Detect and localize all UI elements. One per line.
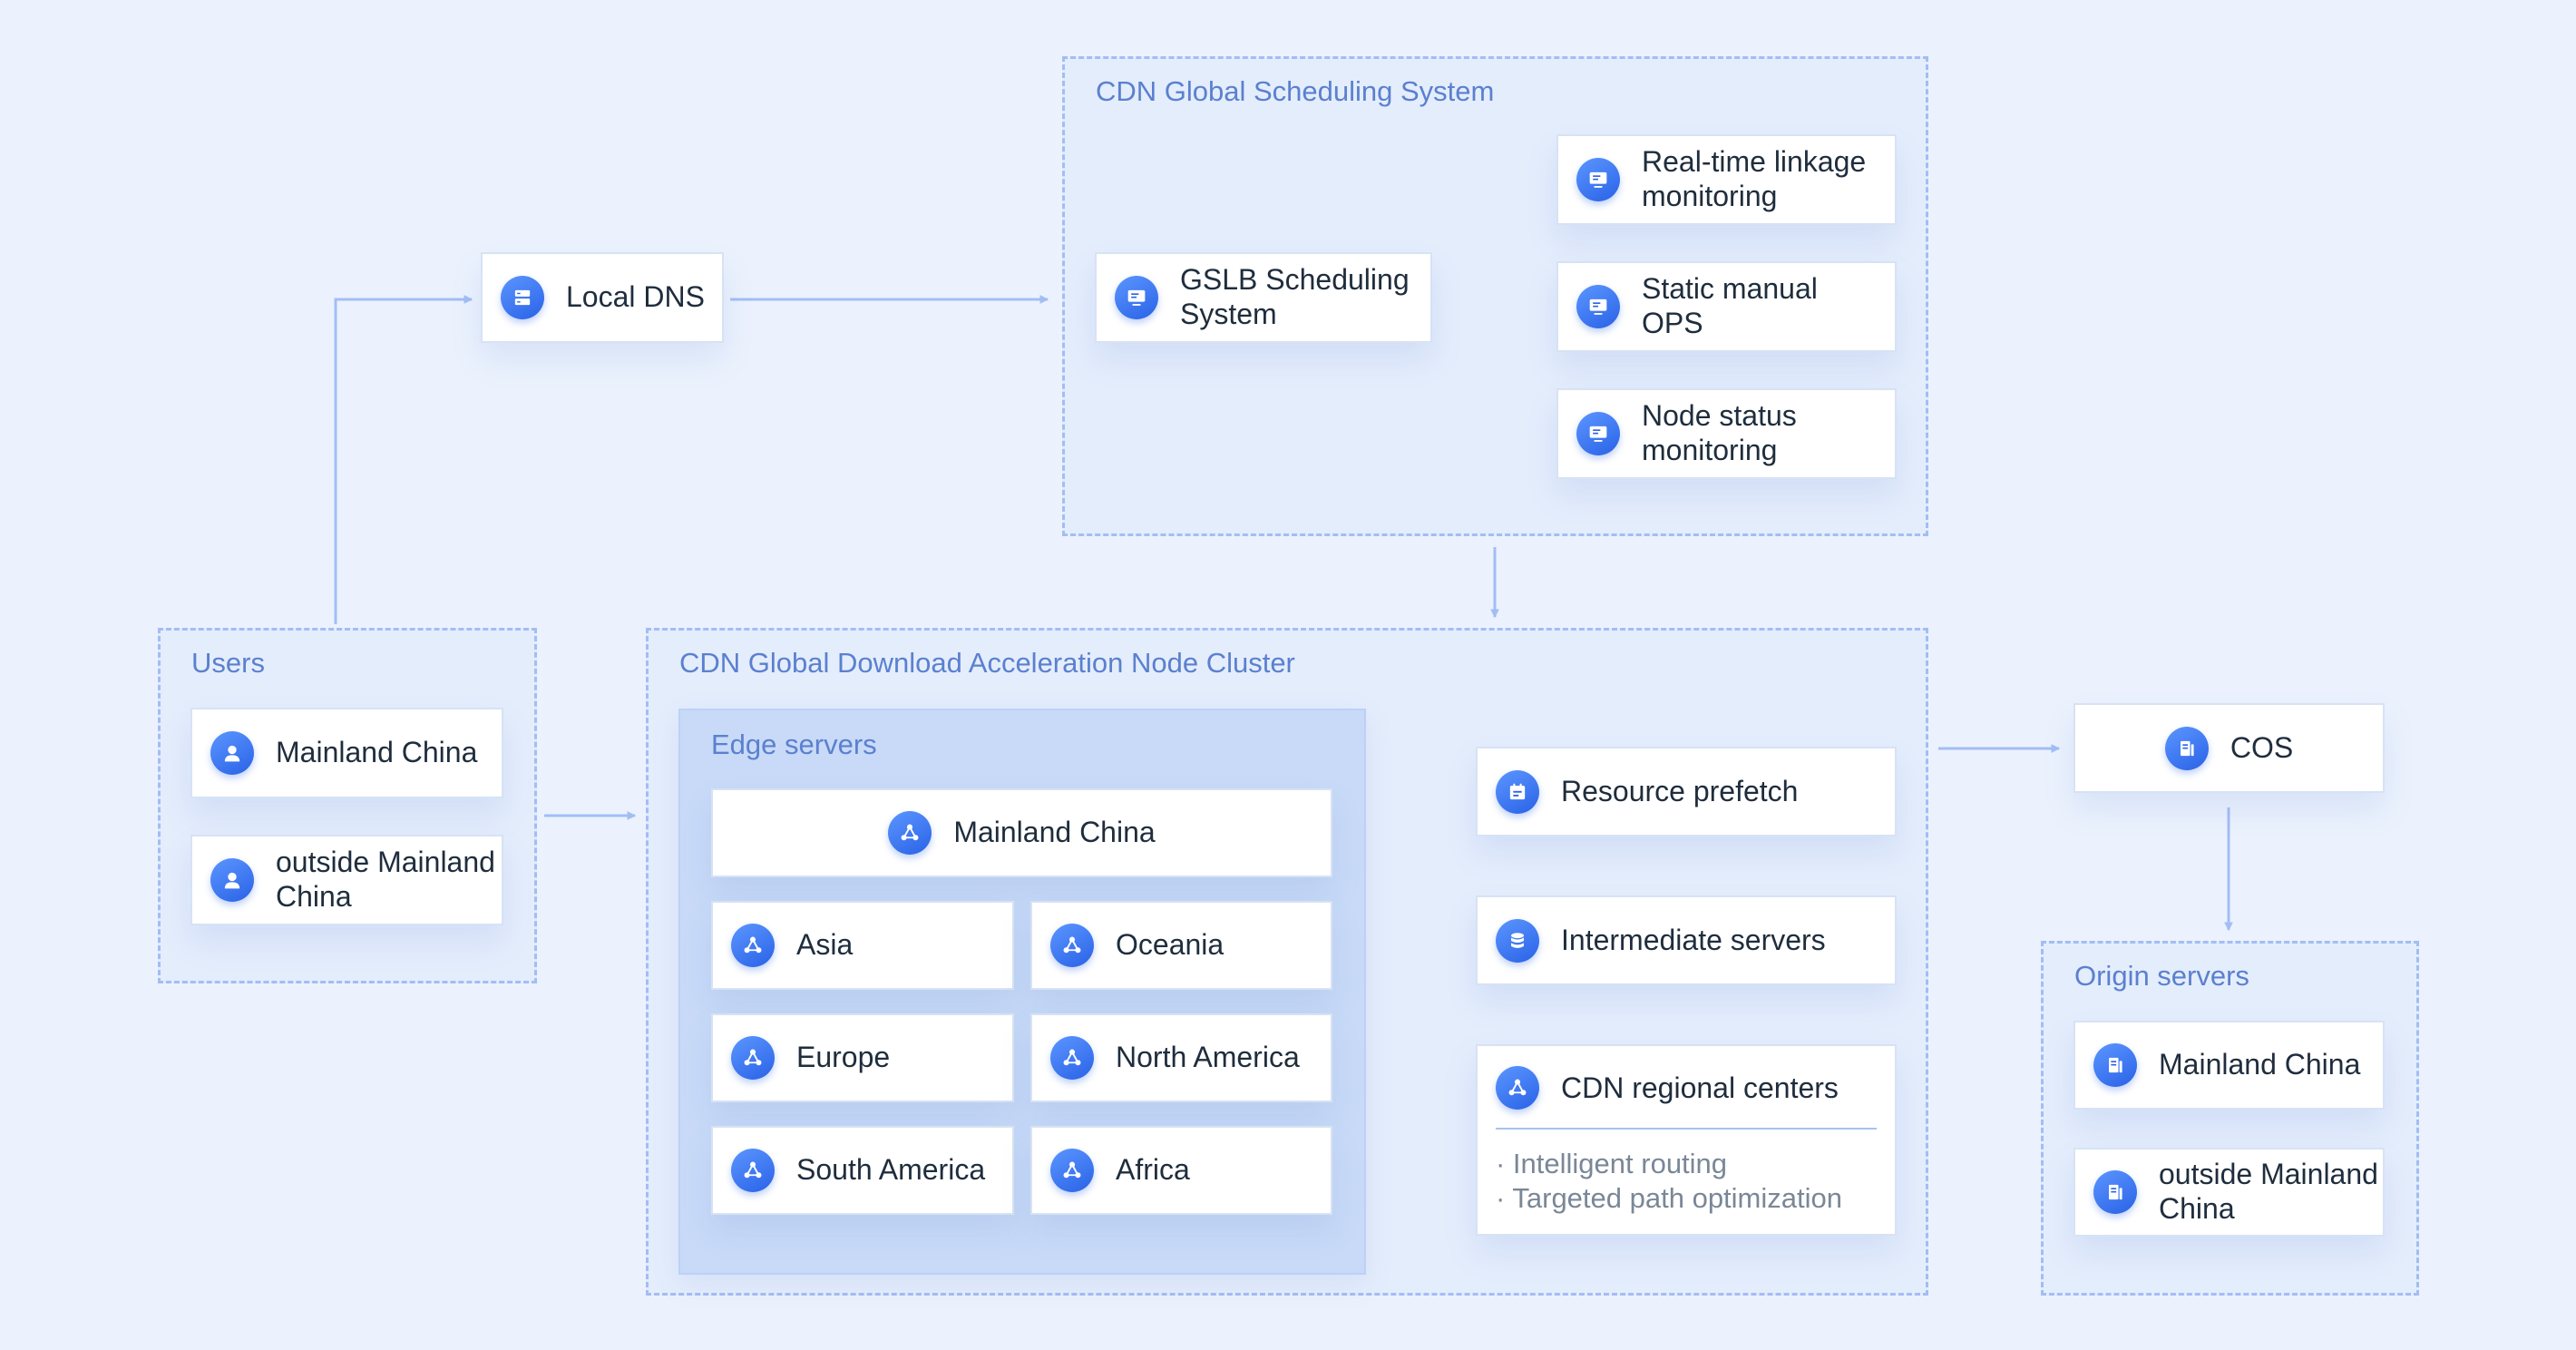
edge-mainland-node[interactable]: Mainland China bbox=[711, 788, 1332, 877]
edge-region-south-america[interactable]: South America bbox=[711, 1126, 1014, 1215]
network-node-icon bbox=[1496, 1066, 1539, 1110]
users-to-dns-line bbox=[334, 295, 473, 624]
user-outside-node[interactable]: outside Mainland China bbox=[190, 835, 503, 925]
intermediate-servers-node[interactable]: Intermediate servers bbox=[1476, 895, 1897, 985]
calendar-icon bbox=[1496, 769, 1539, 814]
local-dns-label: Local DNS bbox=[566, 280, 705, 314]
origin-mainland-label: Mainland China bbox=[2159, 1048, 2361, 1081]
static-ops-node[interactable]: Static manual OPS bbox=[1556, 261, 1897, 352]
regional-divider bbox=[1496, 1128, 1877, 1130]
realtime-monitoring-node[interactable]: Real-time linkage monitoring bbox=[1556, 134, 1897, 225]
regional-centers-node[interactable]: CDN regional centers · Intelligent routi… bbox=[1476, 1044, 1897, 1236]
edge-servers-title: Edge servers bbox=[711, 729, 877, 760]
edge-region-asia[interactable]: Asia bbox=[711, 901, 1014, 990]
edge-region-label: North America bbox=[1116, 1041, 1300, 1074]
scheduling-system-title: CDN Global Scheduling System bbox=[1096, 75, 1495, 107]
edge-mainland-label: Mainland China bbox=[953, 816, 1156, 849]
network-node-icon bbox=[731, 1036, 775, 1080]
cos-label: COS bbox=[2230, 730, 2294, 764]
regional-bullet: · Intelligent routing bbox=[1496, 1148, 1728, 1179]
network-node-icon bbox=[1050, 924, 1094, 967]
edge-region-oceania[interactable]: Oceania bbox=[1030, 901, 1332, 990]
origin-outside-label: outside Mainland China bbox=[2159, 1158, 2378, 1225]
node-status-label: Node status monitoring bbox=[1642, 399, 1797, 466]
network-node-icon bbox=[1050, 1036, 1094, 1080]
regional-centers-header: CDN regional centers bbox=[1496, 1062, 1877, 1113]
realtime-label: Real-time linkage monitoring bbox=[1642, 145, 1867, 212]
user-mainland-node[interactable]: Mainland China bbox=[190, 708, 503, 798]
edge-region-europe[interactable]: Europe bbox=[711, 1013, 1014, 1102]
edge-region-label: Africa bbox=[1116, 1153, 1190, 1187]
intermediate-servers-label: Intermediate servers bbox=[1561, 923, 1826, 956]
monitor-icon bbox=[1576, 158, 1620, 201]
monitor-icon bbox=[1115, 276, 1158, 319]
database-icon bbox=[1496, 918, 1539, 963]
origin-servers-group: Origin servers bbox=[2041, 941, 2419, 1296]
edge-region-label: Oceania bbox=[1116, 928, 1225, 962]
edge-region-north-america[interactable]: North America bbox=[1030, 1013, 1332, 1102]
local-dns-node[interactable]: Local DNS bbox=[481, 252, 724, 343]
server-icon bbox=[501, 276, 544, 319]
static-ops-label: Static manual OPS bbox=[1642, 272, 1818, 339]
origin-outside-node[interactable]: outside Mainland China bbox=[2073, 1148, 2385, 1237]
edge-region-label: Asia bbox=[796, 928, 854, 962]
edge-region-label: South America bbox=[796, 1153, 986, 1187]
resource-prefetch-label: Resource prefetch bbox=[1561, 774, 1799, 807]
regional-centers-label: CDN regional centers bbox=[1561, 1071, 1839, 1104]
storage-icon bbox=[2093, 1170, 2137, 1214]
origin-servers-title: Origin servers bbox=[2074, 960, 2249, 992]
network-node-icon bbox=[1050, 1149, 1094, 1192]
monitor-icon bbox=[1576, 412, 1620, 455]
storage-icon bbox=[2093, 1043, 2137, 1087]
user-outside-label: outside Mainland China bbox=[276, 846, 495, 913]
monitor-icon bbox=[1576, 285, 1620, 328]
cos-node[interactable]: COS bbox=[2073, 703, 2385, 793]
origin-mainland-node[interactable]: Mainland China bbox=[2073, 1021, 2385, 1110]
user-mainland-label: Mainland China bbox=[276, 736, 478, 769]
network-node-icon bbox=[731, 1149, 775, 1192]
edge-region-label: Europe bbox=[796, 1041, 891, 1074]
resource-prefetch-node[interactable]: Resource prefetch bbox=[1476, 747, 1897, 836]
edge-region-africa[interactable]: Africa bbox=[1030, 1126, 1332, 1215]
node-cluster-title: CDN Global Download Acceleration Node Cl… bbox=[679, 647, 1295, 679]
users-group: Users bbox=[158, 628, 537, 983]
user-icon bbox=[210, 731, 254, 775]
user-icon bbox=[210, 858, 254, 902]
users-title: Users bbox=[191, 647, 265, 679]
regional-bullet: · Targeted path optimization bbox=[1496, 1182, 1842, 1214]
network-node-icon bbox=[888, 811, 932, 855]
network-node-icon bbox=[731, 924, 775, 967]
gslb-scheduling-node[interactable]: GSLB Scheduling System bbox=[1095, 252, 1432, 343]
node-status-node[interactable]: Node status monitoring bbox=[1556, 388, 1897, 479]
storage-icon bbox=[2164, 726, 2209, 770]
gslb-label: GSLB Scheduling System bbox=[1180, 263, 1410, 330]
